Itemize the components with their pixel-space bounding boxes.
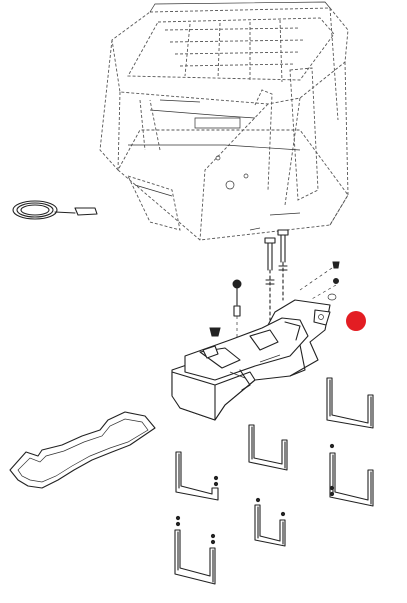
- strap: [329, 443, 374, 507]
- strap: [326, 377, 374, 429]
- strap: [254, 497, 286, 547]
- cable-loop: [12, 200, 98, 220]
- highlight-marker: [346, 311, 366, 331]
- strap: [174, 515, 216, 585]
- tank-mat: [9, 411, 156, 489]
- fuel-tank: [171, 299, 331, 421]
- mounting-straps: [174, 377, 374, 585]
- operator-cab: [99, 1, 349, 241]
- strap: [175, 451, 219, 501]
- tank-fasteners: [209, 229, 340, 350]
- strap: [248, 424, 288, 471]
